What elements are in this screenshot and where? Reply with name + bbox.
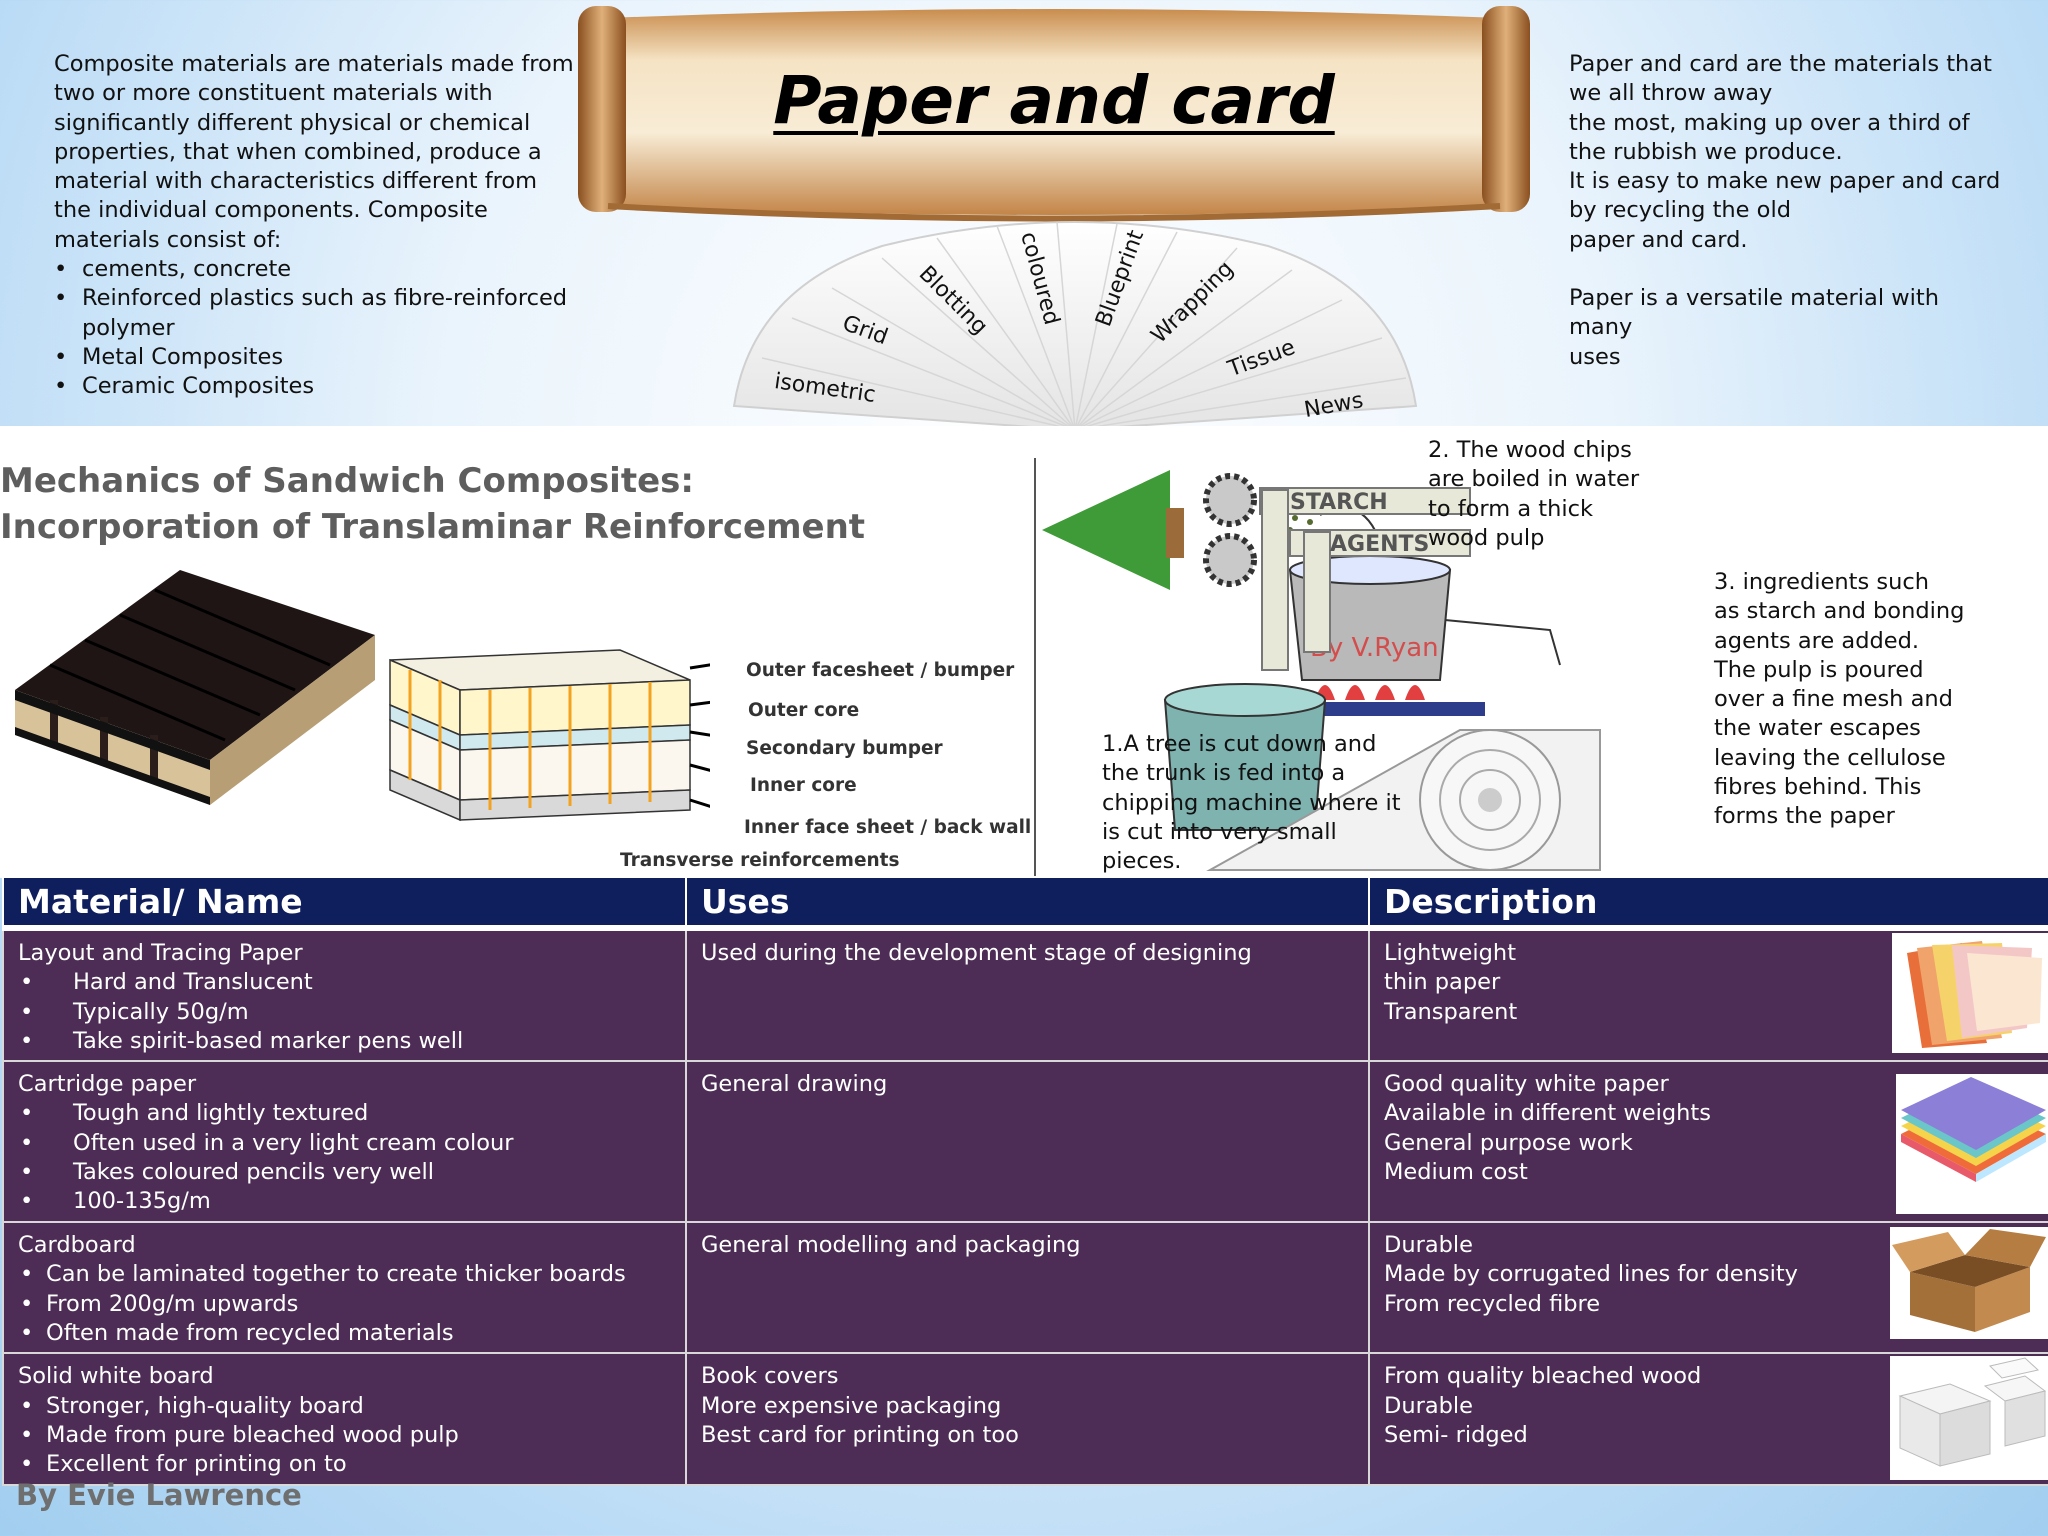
material-bullets: Stronger, high-quality board Made from p…: [18, 1392, 671, 1480]
description-cell: Lightweight thin paper Transparent: [1368, 926, 2048, 1063]
uses-cell: Book covers More expensive packaging Bes…: [685, 1352, 1370, 1486]
material-name: Cartridge paper: [18, 1071, 197, 1098]
cartridge-paper-image: [1896, 1074, 2048, 1215]
agents-pipe-label: AGENTS: [1330, 532, 1429, 557]
table-row: Solid white board Stronger, high-quality…: [2, 1352, 2048, 1486]
list-item: Can be laminated together to create thic…: [18, 1260, 671, 1290]
material-cell: Cartridge paper Tough and lightly textur…: [2, 1060, 687, 1224]
description-line: Semi- ridged: [1384, 1421, 1528, 1448]
cardboard-box-image: [1890, 1227, 2048, 1340]
composite-paragraph: Composite materials are materials made f…: [54, 51, 574, 253]
list-item: 100-135g/m: [18, 1187, 671, 1217]
fan-image: [732, 221, 1418, 432]
uses-cell: Used during the development stage of des…: [685, 926, 1370, 1063]
list-item: Tough and lightly textured: [18, 1099, 671, 1129]
list-item: Often made from recycled materials: [18, 1319, 671, 1349]
layer-label: Secondary bumper: [746, 738, 943, 759]
uses-text: Book covers: [701, 1363, 839, 1390]
list-item: cements, concrete: [54, 255, 574, 285]
layer-stack-image: [389, 649, 710, 822]
paper-intro: Paper and card are the materials that we…: [1569, 50, 2009, 372]
layer-label: Inner face sheet / back wall: [744, 817, 1032, 838]
uses-text: General modelling and packaging: [701, 1232, 1081, 1259]
description-cell: From quality bleached wood Durable Semi-…: [1368, 1352, 2048, 1486]
material-name: Cardboard: [18, 1232, 136, 1259]
list-item: Stronger, high-quality board: [18, 1392, 671, 1422]
column-header-uses: Uses: [685, 876, 1370, 931]
layer-label: Outer core: [748, 700, 860, 721]
material-bullets: Hard and Translucent Typically 50g/m Tak…: [18, 968, 671, 1056]
material-bullets: Can be laminated together to create thic…: [18, 1260, 671, 1348]
list-item: Often used in a very light cream colour: [18, 1129, 671, 1159]
description-line: Available in different weights: [1384, 1100, 1711, 1127]
description-line: Medium cost: [1384, 1159, 1528, 1186]
column-header-material: Material/ Name: [2, 876, 687, 931]
material-bullets: Tough and lightly textured Often used in…: [18, 1099, 671, 1216]
table-row: Layout and Tracing Paper Hard and Transl…: [2, 926, 2048, 1063]
white-board-boxes-image: [1890, 1356, 2048, 1481]
description-line: Durable: [1384, 1232, 1474, 1259]
starch-pipe-label: STARCH: [1290, 490, 1388, 515]
tracing-paper-image: [1892, 933, 2048, 1053]
layer-label: Outer facesheet / bumper: [746, 660, 1015, 681]
description-line: thin paper: [1384, 969, 1501, 996]
list-item: Ceramic Composites: [54, 372, 574, 402]
uses-cell: General drawing: [685, 1060, 1370, 1224]
papermaking-process-image: By V.Ryan STARCH AGENTS: [1042, 470, 1601, 871]
materials-table: Material/ Name Uses Description Layout a…: [2, 876, 2048, 1486]
layer-label: Transverse reinforcements: [620, 850, 900, 871]
layer-label: Inner core: [750, 775, 857, 796]
table-row: Cardboard Can be laminated together to c…: [2, 1221, 2048, 1355]
table-row: Cartridge paper Tough and lightly textur…: [2, 1060, 2048, 1224]
sandwich-panel-photo: [15, 570, 375, 805]
list-item: Reinforced plastics such as fibre-reinfo…: [54, 284, 574, 343]
uses-text: More expensive packaging: [701, 1392, 1002, 1419]
material-cell: Layout and Tracing Paper Hard and Transl…: [2, 926, 687, 1063]
description-line: Made by corrugated lines for density: [1384, 1261, 1798, 1288]
description-line: From recycled fibre: [1384, 1290, 1601, 1317]
material-cell: Cardboard Can be laminated together to c…: [2, 1221, 687, 1355]
description-line: From quality bleached wood: [1384, 1363, 1702, 1390]
uses-cell: General modelling and packaging: [685, 1221, 1370, 1355]
composite-intro: Composite materials are materials made f…: [54, 50, 574, 402]
column-header-description: Description: [1368, 876, 2048, 931]
description-line: Good quality white paper: [1384, 1071, 1669, 1098]
process-step-2: 2. The wood chips are boiled in water to…: [1428, 437, 1640, 551]
list-item: Takes coloured pencils very well: [18, 1158, 671, 1188]
list-item: From 200g/m upwards: [18, 1290, 671, 1320]
list-item: Metal Composites: [54, 343, 574, 373]
description-line: Transparent: [1384, 998, 1518, 1025]
scroll-banner-image: [578, 6, 1530, 222]
list-item: Hard and Translucent: [18, 968, 671, 998]
divider: [1034, 458, 1036, 876]
page-title: Paper and card: [773, 62, 1335, 139]
description-cell: Durable Made by corrugated lines for den…: [1368, 1221, 2048, 1355]
author-credit: By Evie Lawrence: [16, 1478, 302, 1512]
paper-paragraph-2: Paper is a versatile material with many …: [1569, 285, 1939, 370]
material-name: Layout and Tracing Paper: [18, 940, 303, 966]
paper-paragraph-1: Paper and card are the materials that we…: [1569, 51, 2001, 253]
description-line: General purpose work: [1384, 1129, 1633, 1156]
list-item: Take spirit-based marker pens well: [18, 1027, 671, 1057]
list-item: Excellent for printing on to: [18, 1450, 671, 1480]
vryan-watermark: By V.Ryan: [1310, 633, 1439, 663]
description-line: Lightweight: [1384, 940, 1517, 966]
list-item: Typically 50g/m: [18, 998, 671, 1028]
sandwich-composites-title: Mechanics of Sandwich Composites: Incorp…: [0, 461, 866, 547]
paper-fan: isometric Grid Blotting coloured Bluepri…: [722, 218, 1428, 438]
uses-text: General drawing: [701, 1071, 888, 1098]
material-cell: Solid white board Stronger, high-quality…: [2, 1352, 687, 1486]
uses-text: Used during the development stage of des…: [701, 940, 1252, 966]
process-step-1: 1.A tree is cut down and the trunk is fe…: [1102, 731, 1401, 875]
composite-list: cements, concrete Reinforced plastics su…: [54, 255, 574, 402]
table-header-row: Material/ Name Uses Description: [2, 876, 2048, 931]
description-line: Durable: [1384, 1392, 1474, 1419]
process-step-3: 3. ingredients such as starch and bondin…: [1714, 569, 1965, 830]
description-cell: Good quality white paper Available in di…: [1368, 1060, 2048, 1224]
material-name: Solid white board: [18, 1363, 214, 1390]
uses-text: Best card for printing on too: [701, 1421, 1019, 1448]
list-item: Made from pure bleached wood pulp: [18, 1421, 671, 1451]
sandwich-layer-diagram: Outer facesheet / bumper Outer core Seco…: [380, 640, 1040, 880]
